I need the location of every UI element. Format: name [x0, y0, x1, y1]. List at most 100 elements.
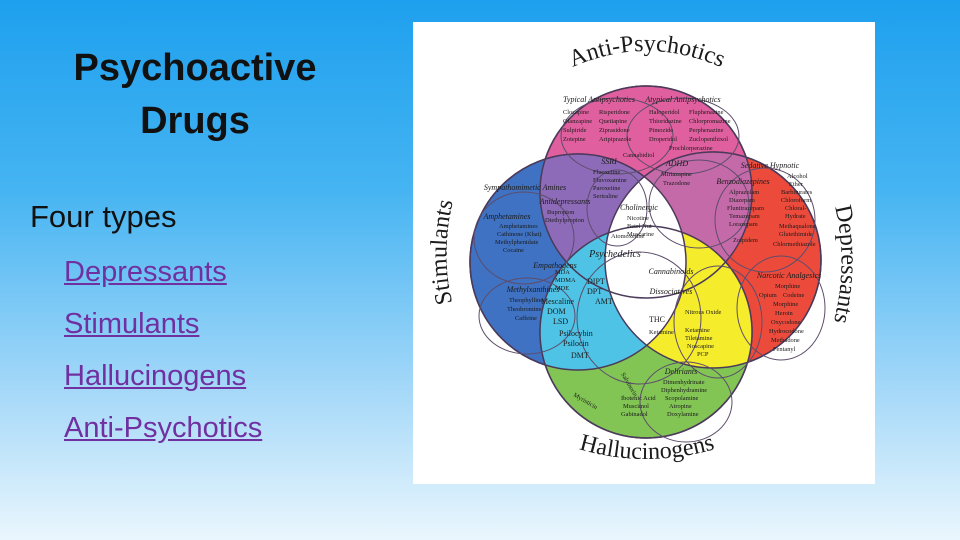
drug-label: Dimenhydrinate: [663, 379, 705, 386]
atypical-antipsychotics-ring: [626, 97, 740, 175]
antipsychotics-title: Anti-Psychotics: [565, 31, 729, 73]
drug-label: DOM: [547, 307, 566, 316]
drug-label: Perphenazine: [689, 127, 724, 134]
methylxanthines-label: Methylxanthines: [506, 285, 560, 294]
drug-label: PCP: [697, 351, 709, 358]
deliriants-label: Deliriants: [664, 367, 697, 376]
drug-label: MDE: [555, 285, 569, 292]
drug-label: Gabinadol: [621, 411, 648, 418]
drug-label: Psilocybin: [559, 329, 593, 338]
drug-label: Mirtazapine: [661, 171, 692, 178]
narcotic-ring: [736, 255, 826, 361]
list-item: Hallucinogens: [64, 350, 262, 402]
drug-label: Ether: [789, 181, 804, 188]
drug-label: Hydrate: [785, 213, 806, 220]
drug-label: Temazepam: [729, 213, 760, 220]
drug-label: Barbiturates: [781, 189, 813, 196]
drug-label: Fluphenazine: [689, 109, 724, 116]
ssri-drugs: Fluoxetine Fluvoxamine Paroxetine Sertra…: [593, 169, 692, 238]
drug-label: Olanzapine: [563, 118, 592, 125]
drug-label: Scopolamine: [665, 395, 699, 402]
drug-label: Alcohol: [787, 173, 808, 180]
drug-label: Methadone: [771, 337, 800, 344]
drug-label: Lorazepam: [729, 221, 758, 228]
drug-label: Chlorpromazine: [689, 118, 731, 125]
drug-label: Chloral-: [785, 205, 806, 212]
venn-diagram-image: Anti-Psychotics Depressants Stimulants H…: [413, 22, 875, 484]
drug-label: Clozapine: [563, 109, 589, 116]
drug-label: Ketamine: [649, 329, 674, 336]
drug-label: Muscarine: [627, 231, 654, 238]
drug-label: Haloperidol: [649, 109, 680, 116]
drug-label: Fluoxetine: [593, 169, 620, 176]
ssri-ring: [586, 169, 648, 247]
drug-label: Fluvoxamine: [593, 177, 627, 184]
drug-label: Methaqualone: [779, 223, 816, 230]
drug-label: Sulpiride: [563, 127, 587, 134]
drug-label: Paroxetine: [593, 185, 620, 192]
list-item: Stimulants: [64, 298, 262, 350]
slide-body: Four types Depressants Stimulants Halluc…: [30, 196, 262, 454]
drug-label: LSD: [553, 317, 568, 326]
drug-label: Atropine: [669, 403, 692, 410]
drug-label: Morphine: [775, 283, 800, 290]
psychedelics-ring: [576, 251, 702, 385]
drug-label: Thioridazine: [649, 118, 682, 125]
cholinergic-label: Cholinergic: [620, 203, 658, 212]
link-stimulants[interactable]: Stimulants: [64, 308, 200, 340]
drug-label: Zotepine: [563, 136, 586, 143]
drug-label: Zolpidem: [733, 237, 758, 244]
deliriants-ring: [639, 361, 733, 443]
narcotic-label: Narcotic Analgesics: [756, 271, 821, 280]
drug-label: Heroin: [775, 310, 794, 317]
link-anti-psychotics[interactable]: Anti-Psychotics: [64, 412, 263, 444]
dissociatives-ring: [673, 265, 763, 379]
adhd-label: ADHD: [665, 159, 688, 168]
subheading: Four types: [30, 199, 177, 234]
cannabinoids-label: Cannabinoids: [649, 267, 694, 276]
drug-label: Amphetamines: [499, 223, 538, 230]
psychedelic-drugs: DIPT DPT Mescaline DOM AMT LSD Psilocybi…: [541, 277, 665, 360]
list-item: Anti-Psychotics: [64, 402, 262, 454]
dissociatives-label: Dissociatives: [649, 287, 693, 296]
stimulants-outline: [469, 153, 687, 371]
methylxanthines-ring: [478, 277, 576, 355]
ssri-label: SSRI: [601, 157, 617, 166]
drug-label: Codeine: [783, 292, 804, 299]
drug-label: Oxycodone: [771, 319, 801, 326]
antipsychotic-drugs: Clozapine Risperidone Haloperidol Fluphe…: [563, 109, 731, 159]
drug-label: DIPT: [587, 277, 605, 286]
typical-antipsychotics-ring: [560, 97, 674, 175]
drug-label: THC: [649, 315, 665, 324]
depressants-title: Depressants: [828, 203, 861, 326]
sympathomimetic-ring: [473, 191, 575, 285]
center-overlap: [605, 154, 686, 368]
typical-label: Typical Antipsychotics: [563, 95, 635, 104]
drug-label: Theobromine: [507, 306, 542, 313]
sympathomimetic-label: Sympathomimetic Amines: [484, 183, 566, 192]
drug-label: AMT: [595, 297, 613, 306]
link-depressants[interactable]: Depressants: [64, 256, 227, 288]
drug-label: DMT: [571, 351, 589, 360]
drug-label: DPT: [587, 287, 602, 296]
link-hallucinogens[interactable]: Hallucinogens: [64, 360, 247, 392]
drug-label: Pimozide: [649, 127, 673, 134]
empathogens-label: Empathogens: [532, 261, 577, 270]
drug-label: Flunitrazepam: [727, 205, 764, 212]
depressants-outline: [604, 151, 822, 369]
title-line-1: Psychoactive: [73, 47, 317, 89]
adhd-ring: [648, 159, 750, 249]
drug-label: Nitrous Oxide: [685, 309, 722, 316]
drug-label: Droperidol: [649, 136, 677, 143]
drug-label: Cannabidiol: [623, 152, 654, 159]
title-line-2: Drugs: [140, 100, 250, 143]
drug-label: Sertraline: [593, 193, 618, 200]
drug-label: Bupropion: [547, 209, 575, 216]
drug-label: MDMA: [555, 277, 576, 284]
sedative-ring: [714, 167, 816, 273]
drug-label: Trazodone: [663, 180, 690, 187]
drug-label: Doxylamine: [667, 411, 699, 418]
drug-label: Chlormethiazole: [773, 241, 816, 248]
drug-label: Ketamine: [685, 327, 710, 334]
antidepressants-label: Antidepressants: [539, 197, 591, 206]
